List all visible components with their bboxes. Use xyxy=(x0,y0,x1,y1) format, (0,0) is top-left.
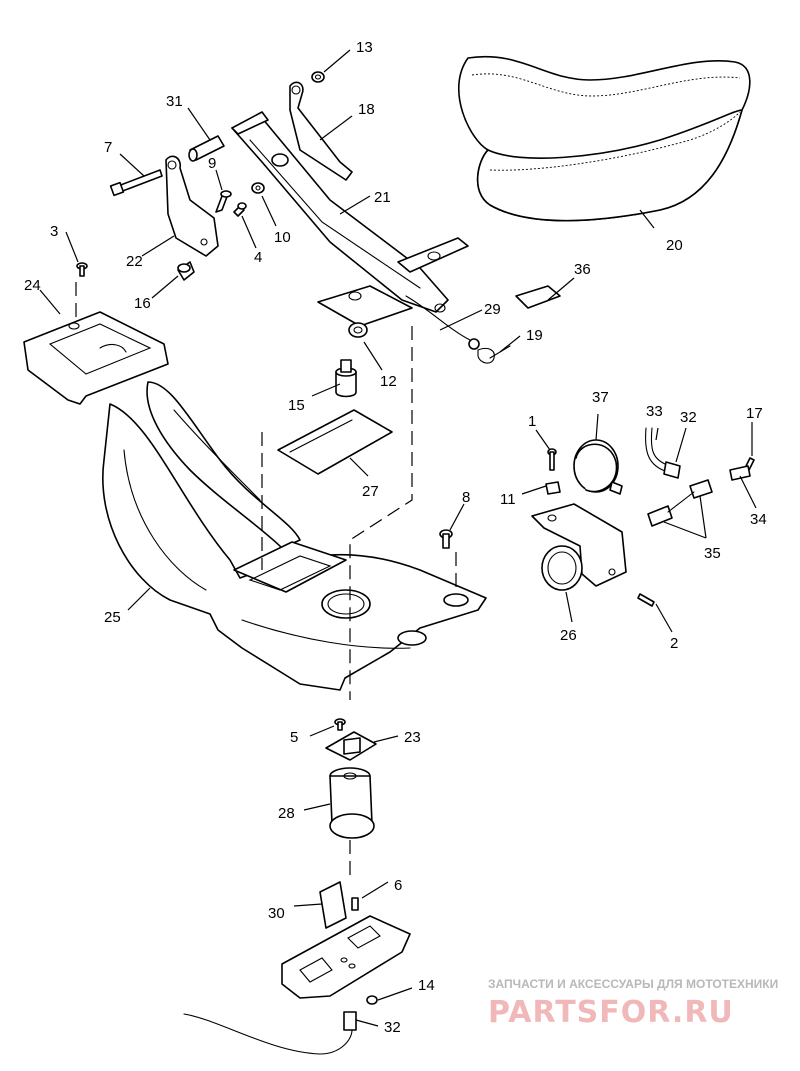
callout-30: 30 xyxy=(268,905,285,922)
callout-24: 24 xyxy=(24,277,41,294)
nut-part-12 xyxy=(348,322,368,338)
label-part-36 xyxy=(515,285,561,309)
frame-bracket-part-21 xyxy=(231,111,469,327)
screw-part-2 xyxy=(637,593,655,607)
screw-part-3 xyxy=(76,262,88,277)
screw-part-8 xyxy=(439,529,453,549)
screw-part-4 xyxy=(233,202,247,217)
callout-37: 37 xyxy=(592,389,609,406)
bolt-part-1 xyxy=(547,448,557,471)
bumper-part-15 xyxy=(335,359,357,398)
callout-labels: 13 31 18 7 9 21 10 4 3 22 20 36 24 16 29… xyxy=(24,39,767,1036)
screw-part-5 xyxy=(334,718,346,731)
callout-25: 25 xyxy=(104,609,121,626)
bracket-part-23 xyxy=(325,731,377,761)
callout-1: 1 xyxy=(528,413,536,430)
callout-8: 8 xyxy=(462,489,470,506)
watermark-brand: PARTSFOR.RU xyxy=(488,995,734,1030)
nut-part-14 xyxy=(366,995,378,1005)
callout-2: 2 xyxy=(670,635,678,652)
callout-6: 6 xyxy=(394,877,402,894)
callout-17: 17 xyxy=(746,405,763,422)
hinge-bracket-part-22 xyxy=(165,155,219,257)
screw-part-6 xyxy=(351,897,359,911)
gauge-part-37 xyxy=(573,439,623,495)
callout-13: 13 xyxy=(356,39,373,56)
cable-part-29 xyxy=(405,295,480,350)
callout-12: 12 xyxy=(380,373,397,390)
bolt-part-7 xyxy=(109,169,163,197)
nut-part-13 xyxy=(311,71,325,83)
bumper-part-28 xyxy=(329,767,375,839)
assembly-lines xyxy=(75,282,457,880)
tray-part-25 xyxy=(102,381,487,691)
callout-22: 22 xyxy=(126,253,143,270)
nut-part-11 xyxy=(545,481,561,495)
callout-27: 27 xyxy=(362,483,379,500)
hinge-arm-part-18 xyxy=(289,81,353,181)
callout-18: 18 xyxy=(358,101,375,118)
callout-31: 31 xyxy=(166,93,183,110)
callout-32-upper: 32 xyxy=(680,409,697,426)
callout-11: 11 xyxy=(500,491,516,508)
washer-part-10 xyxy=(251,182,265,194)
callout-33: 33 xyxy=(646,403,663,420)
screw-part-9 xyxy=(215,190,232,213)
pin-part-31 xyxy=(188,135,225,162)
callout-32-lower: 32 xyxy=(384,1019,401,1036)
callout-28: 28 xyxy=(278,805,295,822)
callout-3: 3 xyxy=(50,223,58,240)
callout-9: 9 xyxy=(208,155,216,172)
callout-23: 23 xyxy=(404,729,421,746)
fitting-part-34 xyxy=(729,465,751,481)
cover-block-part-24 xyxy=(23,311,169,405)
cable-part-32-lower xyxy=(183,1011,357,1055)
mount-bracket-part-26 xyxy=(531,503,627,591)
base-plate-part-30-base xyxy=(281,915,411,999)
callout-21: 21 xyxy=(374,189,391,206)
tee-fittings-part-35 xyxy=(647,479,713,527)
seat-part-20 xyxy=(457,55,751,222)
callout-36: 36 xyxy=(574,261,591,278)
callout-10: 10 xyxy=(274,229,291,246)
callout-26: 26 xyxy=(560,627,577,644)
callout-29: 29 xyxy=(484,301,501,318)
callout-15: 15 xyxy=(288,397,305,414)
callout-16: 16 xyxy=(134,295,151,312)
watermark-tagline: ЗАПЧАСТИ И АКСЕССУАРЫ ДЛЯ МОТОТЕХНИКИ xyxy=(488,977,778,991)
callout-19: 19 xyxy=(526,327,543,344)
callout-20: 20 xyxy=(666,237,683,254)
bracket-part-30 xyxy=(319,881,347,929)
callout-14: 14 xyxy=(418,977,435,994)
fitting-part-32 xyxy=(663,461,681,479)
callout-5: 5 xyxy=(290,729,298,746)
callout-34: 34 xyxy=(750,511,767,528)
plate-part-27 xyxy=(277,409,393,475)
callout-4: 4 xyxy=(254,249,262,266)
leader-lines xyxy=(39,49,757,1027)
watermark: ЗАПЧАСТИ И АКСЕССУАРЫ ДЛЯ МОТОТЕХНИКИ PA… xyxy=(488,977,778,1030)
plug-part-16 xyxy=(177,261,195,281)
callout-7: 7 xyxy=(104,139,112,156)
callout-35: 35 xyxy=(704,545,721,562)
